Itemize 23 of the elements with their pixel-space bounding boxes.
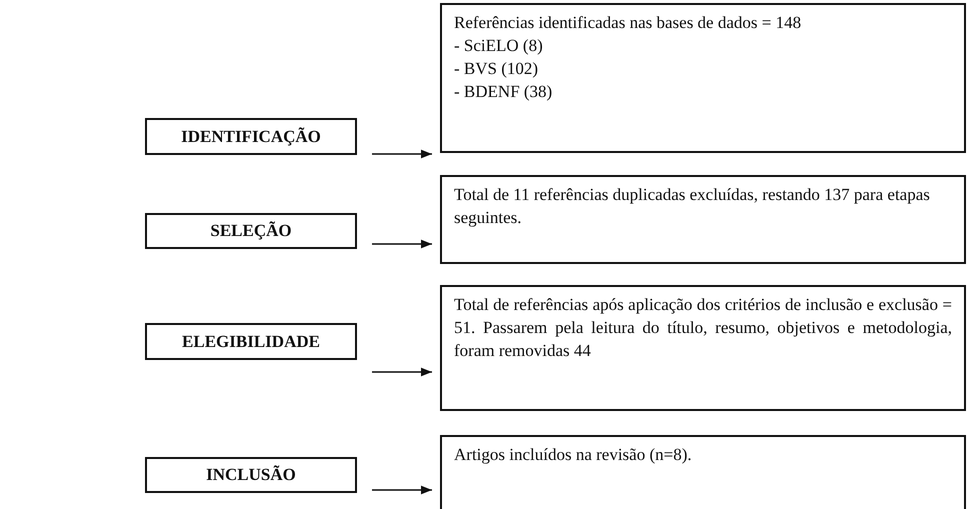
stage-title: ELEGIBILIDADE: [182, 332, 320, 352]
description-text: - BVS (102): [454, 58, 540, 80]
stage-title: INCLUSÃO: [206, 465, 296, 485]
description-text: - SciELO (8): [454, 35, 544, 57]
description-text: Total de referências após aplicação dos critérios de inclusão e exclusão = 51. Passarem pela leitura do título, resumo, objetivos e metodologia, foram removidas 44: [454, 294, 952, 362]
description-box: [440, 175, 966, 264]
stage-box: [145, 213, 357, 249]
description-text: Referências identificadas nas bases de dados = 148: [454, 12, 802, 34]
description-text: - BDENF (38): [454, 81, 554, 103]
stage-title: IDENTIFICAÇÃO: [181, 126, 321, 146]
description-box: [440, 435, 966, 509]
stage-box: [145, 118, 357, 155]
arrow: [372, 368, 432, 376]
arrow: [372, 240, 432, 248]
arrow: [372, 150, 432, 158]
stage-box: [145, 457, 357, 493]
arrow: [372, 486, 432, 494]
stage-title: SELEÇÃO: [210, 221, 292, 241]
stage-box: [145, 323, 357, 360]
description-text: Artigos incluídos na revisão (n=8).: [454, 444, 693, 466]
description-box: [440, 285, 966, 411]
description-box: [440, 3, 966, 153]
description-text: Total de 11 referências duplicadas excluídas, restando 137 para etapas seguintes.: [454, 184, 931, 229]
